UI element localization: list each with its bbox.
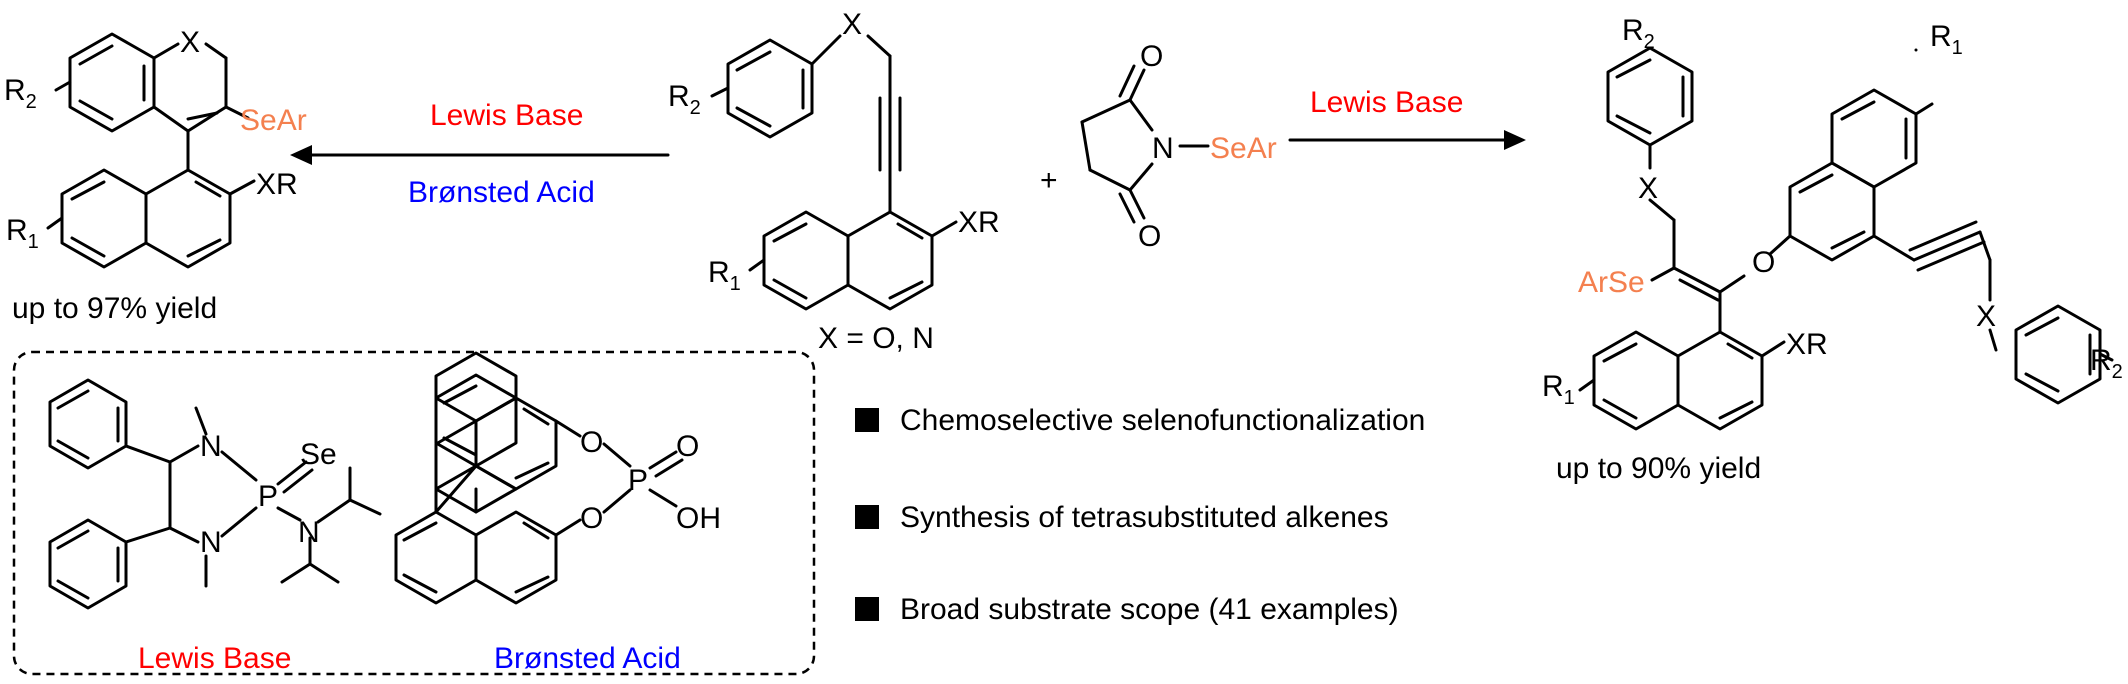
lewis-base-catalyst-structure: N N P Se N Lewis Base [48, 378, 382, 675]
bronsted-acid-oh: OH [676, 502, 721, 535]
reagent-oxygen-bottom: O [1138, 220, 1161, 253]
substrate-r1: R1 [708, 256, 741, 295]
right-product-r2-top: R2 [1622, 14, 1655, 53]
right-product-r1-top: R1 [1930, 20, 1963, 59]
lewis-base-n-amine: N [298, 516, 320, 549]
lewis-base-p: P [258, 480, 278, 513]
feature-item: Chemoselective selenofunctionalization [900, 404, 1425, 437]
lewis-base-label: Lewis Base [138, 642, 291, 675]
substrate-x-atom: X [842, 8, 862, 41]
right-product-arse: ArSe [1578, 266, 1645, 299]
lewis-base-se: Se [300, 438, 337, 471]
right-product-structure: R2 R1 X ArSe O XR R1 X R2 up to 90% yiel… [1542, 14, 2123, 485]
bronsted-acid-p: P [628, 464, 648, 497]
left-product-yield: up to 97% yield [12, 292, 217, 325]
reagent-structure: O N SeAr O [1080, 40, 1277, 253]
feature-bullet-square [855, 597, 879, 621]
feature-list: Chemoselective selenofunctionalization S… [855, 404, 1425, 626]
substrate-structure: X R2 XR R1 X = O, N [668, 8, 1000, 355]
right-product-xr: XR [1786, 328, 1828, 361]
reagent-nitrogen: N [1152, 132, 1174, 165]
left-product-structure: X R2 SeAr XR R1 up to 97% yield [4, 26, 307, 325]
left-product-xr: XR [256, 168, 298, 201]
feature-item: Broad substrate scope (41 examples) [900, 593, 1399, 626]
left-arrow-lewis-base-label: Lewis Base [430, 99, 583, 132]
bronsted-acid-o-double: O [676, 430, 699, 463]
left-product-sear: SeAr [240, 104, 307, 137]
bronsted-acid-label: Brønsted Acid [494, 642, 681, 675]
lewis-base-n-bottom: N [200, 526, 222, 559]
right-product-oxygen: O [1752, 246, 1775, 279]
right-product-x-left: X [1638, 172, 1658, 205]
left-reaction-arrow: Lewis Base Brønsted Acid [290, 99, 670, 209]
bronsted-acid-o-top: O [580, 426, 603, 459]
right-reaction-arrow: Lewis Base [1288, 86, 1526, 150]
left-product-r1: R1 [6, 214, 39, 253]
right-arrow-lewis-base-label: Lewis Base [1310, 86, 1463, 119]
left-product-r2: R2 [4, 74, 37, 113]
substrate-caption: X = O, N [818, 322, 934, 355]
reagent-oxygen-top: O [1140, 40, 1163, 73]
substrate-xr: XR [958, 206, 1000, 239]
right-product-x-right: X [1976, 300, 1996, 333]
bronsted-acid-catalyst-structure: O O P O OH Brønsted Acid [394, 351, 721, 675]
substrate-r2: R2 [668, 80, 701, 119]
bronsted-acid-o-bottom: O [580, 502, 603, 535]
lewis-base-n-top: N [200, 430, 222, 463]
right-product-r2-right: R2 [2090, 344, 2123, 383]
right-product-r1-bottom: R1 [1542, 370, 1575, 409]
left-arrow-bronsted-acid-label: Brønsted Acid [408, 176, 595, 209]
feature-bullet-square [855, 505, 879, 529]
plus-sign: + [1040, 164, 1058, 197]
right-product-yield: up to 90% yield [1556, 452, 1761, 485]
reagent-sear: SeAr [1210, 132, 1277, 165]
catalyst-box [12, 350, 816, 676]
feature-bullet-square [855, 408, 879, 432]
left-product-x-atom: X [180, 26, 200, 59]
feature-item: Synthesis of tetrasubstituted alkenes [900, 501, 1389, 534]
